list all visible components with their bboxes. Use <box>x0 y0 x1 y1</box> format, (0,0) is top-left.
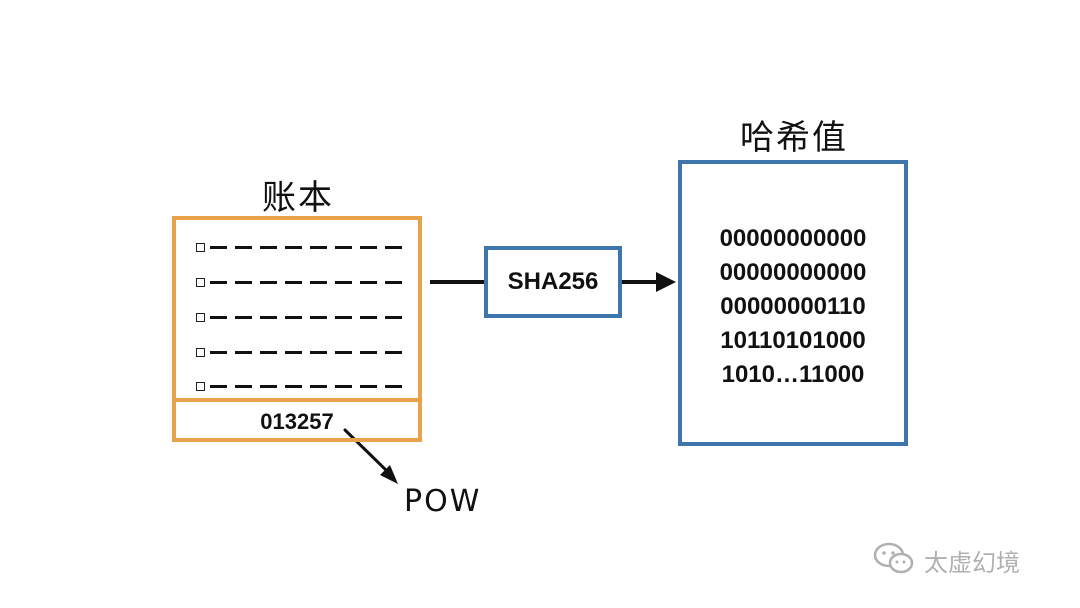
pow-label: POW <box>404 484 482 519</box>
wechat-icon <box>872 540 916 580</box>
hash-line: 10110101000 <box>720 327 866 354</box>
ledger-entry <box>196 276 406 288</box>
checkbox-icon <box>196 312 205 322</box>
checkbox-icon <box>196 242 205 252</box>
entry-placeholder-dashes <box>210 350 406 354</box>
sha256-box: SHA256 <box>484 246 622 318</box>
hash-value-box <box>678 160 908 446</box>
hash-value-title: 哈希值 <box>740 118 848 158</box>
entry-placeholder-dashes <box>210 384 406 388</box>
watermark: 太虚幻境 <box>872 540 1020 580</box>
hash-line: 1010…11000 <box>721 361 865 388</box>
ledger-entry <box>196 346 406 358</box>
ledger-title: 账本 <box>262 178 334 218</box>
watermark-text: 太虚幻境 <box>924 548 1020 577</box>
hash-line: 00000000000 <box>719 225 867 252</box>
hash-line: 00000000000 <box>719 259 867 286</box>
ledger-divider <box>172 398 422 402</box>
ledger-entry <box>196 241 406 253</box>
checkbox-icon <box>196 347 205 357</box>
nonce-to-pow-arrow-line <box>343 428 390 474</box>
hash-value-lines: 00000000000 00000000000 00000000110 1011… <box>678 222 908 392</box>
ledger-entry <box>196 380 406 392</box>
entry-placeholder-dashes <box>210 245 406 249</box>
ledger-box <box>172 216 422 442</box>
ledger-entry <box>196 311 406 323</box>
checkbox-icon <box>196 277 205 287</box>
hash-line: 00000000110 <box>720 293 866 320</box>
nonce-to-pow-arrowhead <box>380 465 398 484</box>
nonce-value: 013257 <box>260 409 334 434</box>
entry-placeholder-dashes <box>210 315 406 319</box>
checkbox-icon <box>196 381 205 391</box>
entry-placeholder-dashes <box>210 280 406 284</box>
sha-to-hash-arrowhead <box>656 272 676 292</box>
